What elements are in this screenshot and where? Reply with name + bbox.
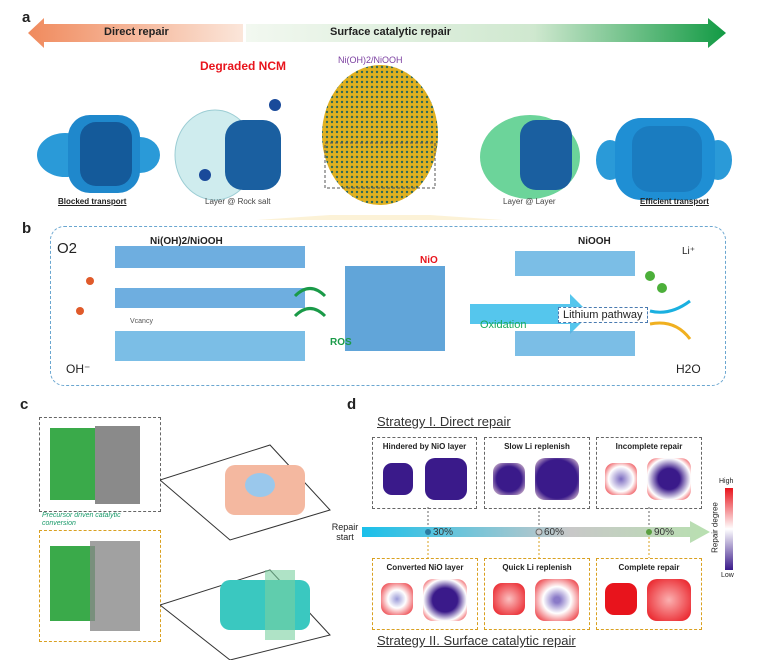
h2o-label: H2O (676, 362, 701, 376)
nioh-title: Ni(OH)2/NiOOH (150, 236, 223, 247)
converted-structure-box (39, 530, 161, 642)
repair-start-label: Repair start (331, 522, 359, 542)
box-title: Incomplete repair (615, 442, 683, 451)
surface-repair-label: Surface catalytic repair (330, 26, 452, 38)
blocked-particle (37, 115, 160, 193)
box-title: Hindered by NiO layer (382, 442, 467, 451)
coated-sphere (322, 65, 438, 205)
progress-30: 30% (433, 527, 454, 538)
repair-arrow (28, 18, 726, 48)
box-quick-li: Quick Li replenish (484, 558, 590, 630)
caption-rocksalt: Layer @ Rock salt (205, 197, 271, 206)
colorbar (725, 488, 733, 570)
colorbar-low: Low (721, 572, 734, 579)
particle-planes (160, 444, 331, 660)
li-ion-label: Li⁺ (682, 246, 696, 257)
box-title: Quick Li replenish (502, 563, 572, 572)
colorbar-title: Repair degree (710, 502, 720, 553)
strategy-2-title: Strategy II. Surface catalytic repair (377, 633, 576, 648)
caption-efficient: Efficient transport (640, 197, 709, 206)
rocksalt-particle (174, 99, 281, 201)
box-title: Slow Li replenish (504, 442, 570, 451)
layered-particle (480, 115, 580, 199)
precursor-structure-box (39, 417, 161, 512)
crystal-structures (76, 246, 692, 361)
box-title: Complete repair (618, 563, 680, 572)
surface-arrow (246, 18, 726, 48)
box-hindered: Hindered by NiO layer (372, 437, 477, 509)
box-complete: Complete repair (596, 558, 702, 630)
ros-label: ROS (330, 337, 352, 348)
panel-d-label: d (347, 396, 357, 413)
o2-label: O2 (57, 240, 78, 257)
progress-60: 60% (544, 527, 565, 538)
panel-b-label: b (22, 220, 32, 237)
repair-progress-arrow (362, 507, 710, 558)
direct-arrow (28, 18, 243, 48)
box-slow-li: Slow Li replenish (484, 437, 590, 509)
particle-illustrations (37, 65, 732, 220)
colorbar-high: High (719, 478, 734, 485)
coating-label: Ni(OH)2/NiOOH (338, 55, 403, 65)
caption-layer: Layer @ Layer (503, 197, 556, 206)
oh-label: OH⁻ (66, 362, 91, 376)
direct-repair-label: Direct repair (104, 26, 169, 38)
niooh-label: NiOOH (578, 236, 611, 247)
vacancy-label: Vcancy (130, 318, 153, 325)
nio-label: NiO (420, 255, 438, 266)
degraded-ncm-label: Degraded NCM (200, 59, 287, 73)
box-converted-nio: Converted NiO layer (372, 558, 478, 630)
box-title: Converted NiO layer (386, 563, 464, 572)
box-incomplete: Incomplete repair (596, 437, 702, 509)
caption-blocked: Blocked transport (58, 197, 127, 206)
oxidation-label: Oxidation (480, 319, 527, 331)
progress-90: 90% (654, 527, 675, 538)
efficient-particle (596, 118, 732, 200)
strategy-1-title: Strategy I. Direct repair (377, 414, 511, 429)
panel-b-frame (50, 226, 726, 386)
panel-c-label: c (20, 396, 29, 413)
conversion-label: Precursor driven catalytic conversion (42, 512, 121, 527)
lithium-pathway-label: Lithium pathway (558, 307, 648, 323)
panel-a-label: a (22, 9, 31, 26)
